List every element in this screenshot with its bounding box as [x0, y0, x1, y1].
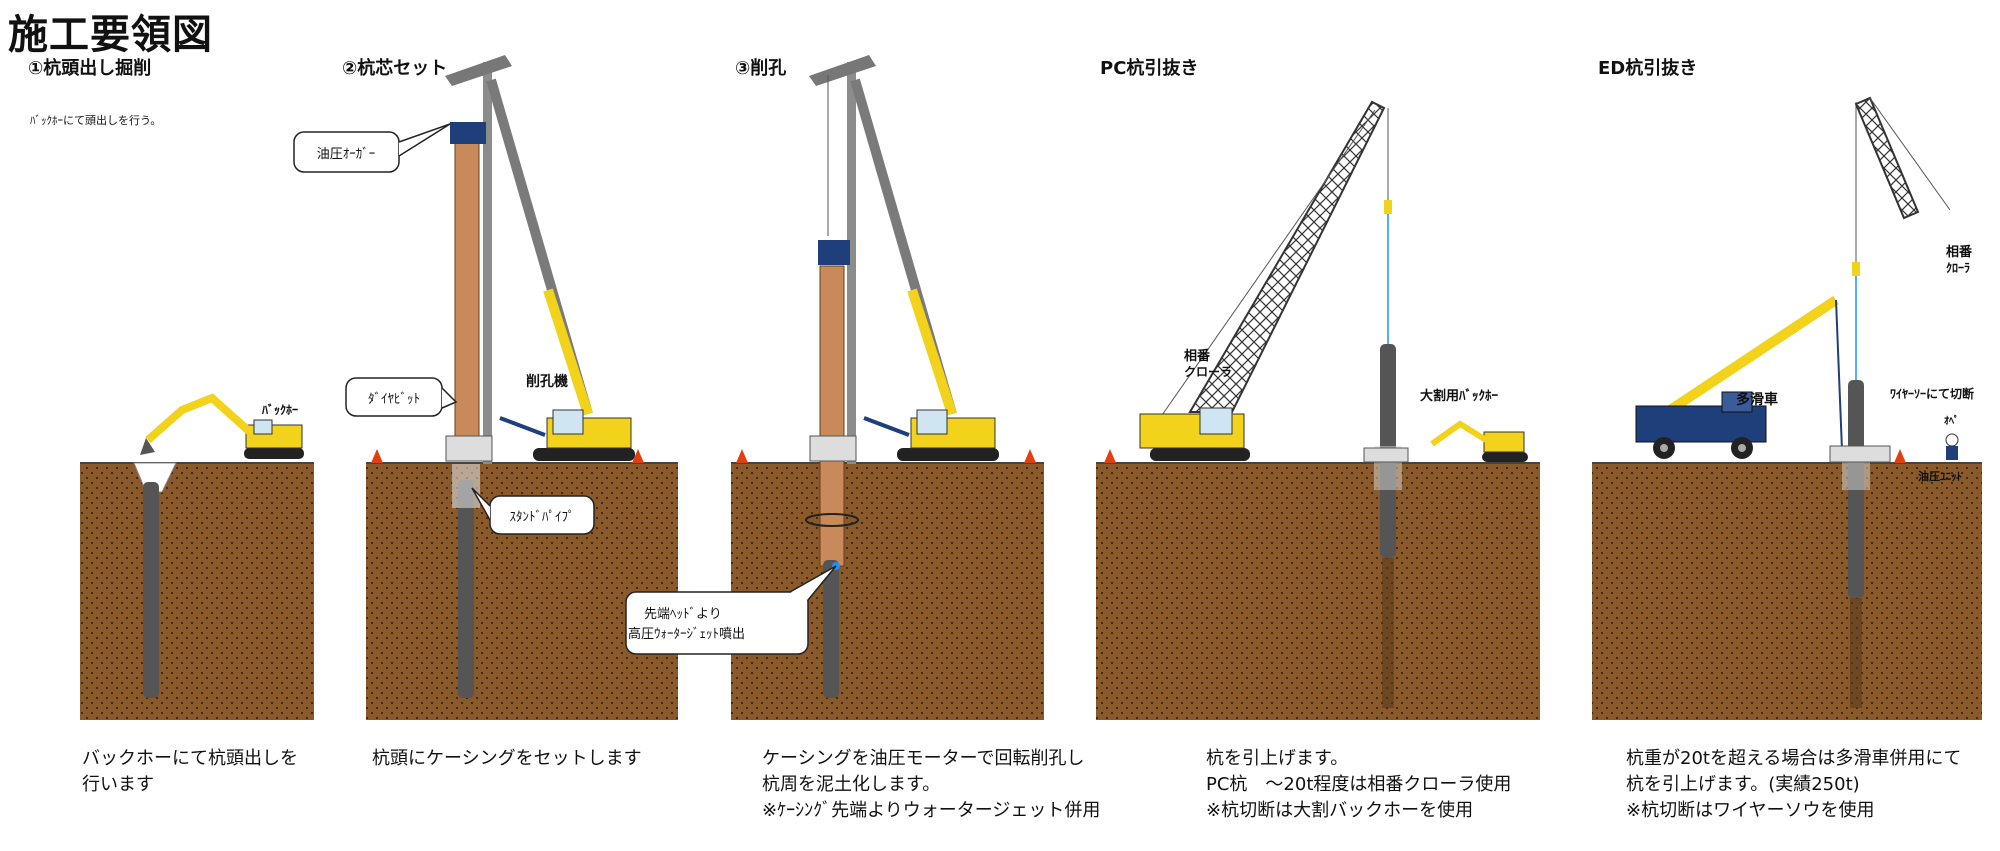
soil-panel-4: [1096, 463, 1540, 720]
stand-pipe-label: ｽﾀﾝﾄﾞﾊﾟｲﾌﾟ: [510, 510, 575, 525]
step-1-caption: バックホーにて杭頭出しを 行います: [82, 748, 298, 795]
multi-sheave-boom: [1655, 295, 1839, 423]
step-5-illustration: 相番 ｸﾛｰﾗ 多滑車 ﾜｲﾔｰｿｰにて切断 ｵﾍﾟ 油圧ﾕﾆｯﾄ: [1635, 96, 1974, 708]
step-4-illustration: 相番 クローラ 大割用ﾊﾞｯｸﾎｰ: [1104, 100, 1528, 708]
multi-sheave-truck: [1635, 391, 1767, 459]
step-2-caption: 杭頭にケーシングをセットします: [372, 748, 642, 769]
step-5-caption: 杭重が20tを超える場合は多滑車併用にて 杭を引上げます。(実績250t) ※杭…: [1626, 748, 1962, 821]
cone-icon: [736, 449, 748, 463]
pile-3: [823, 560, 839, 698]
auger-label: 油圧ｵｰｶﾞｰ: [317, 147, 376, 162]
crawler-rig-3: [863, 409, 999, 461]
backhoe-label: ﾊﾞｯｸﾎｰ: [261, 402, 298, 417]
cone-icon: [1894, 449, 1906, 463]
crawler-label-line1: 相番: [1946, 244, 1973, 260]
cone-icon: [1024, 449, 1036, 463]
step-1-note: ﾊﾞｯｸﾎｰにて頭出しを行う。: [30, 114, 162, 127]
step-4-heading: PC杭引抜き: [1100, 58, 1199, 79]
cone-icon: [371, 449, 383, 463]
drill-rig-label: 削孔機: [526, 373, 568, 390]
step-5-heading: ED杭引抜き: [1598, 58, 1698, 79]
jet-label-line2: 高圧ｳｫｰﾀｰｼﾞｪｯﾄ噴出: [628, 626, 745, 642]
multi-sheave-label: 多滑車: [1736, 391, 1778, 408]
step-1-heading: ①杭頭出し掘削: [28, 58, 152, 79]
bit-label: ﾀﾞｲﾔﾋﾞｯﾄ: [368, 392, 420, 407]
hydraulic-unit-label: 油圧ﾕﾆｯﾄ: [1918, 469, 1962, 483]
leader-mast-3: [847, 62, 856, 464]
wire-saw-label: ﾜｲﾔｰｿｰにて切断: [1890, 386, 1974, 401]
step-4-caption: 杭を引上げます。 PC杭 ～20t程度は相番クローラ使用 ※杭切断は大割バックホ…: [1206, 748, 1512, 821]
operator-figure: [1945, 433, 1959, 460]
split-backhoe-4: [1430, 420, 1528, 462]
pile-1: [143, 482, 159, 698]
step-3-heading: ③削孔: [735, 58, 787, 79]
operator-label: ｵﾍﾟ: [1944, 414, 1959, 427]
cone-icon: [1104, 449, 1116, 463]
jet-label-line1: 先端ﾍｯﾄﾞより: [644, 607, 722, 622]
step-3-caption: ケーシングを油圧モーターで回転削孔し 杭周を泥土化します。 ※ｹｰｼﾝｸﾞ先端よ…: [762, 748, 1101, 821]
casing-2: [454, 141, 480, 439]
lattice-boom-5: [1854, 96, 1920, 220]
casing-3: [819, 265, 845, 567]
step-2-illustration: 油圧ｵｰｶﾞｰ ﾀﾞｲﾔﾋﾞｯﾄ ｽﾀﾝﾄﾞﾊﾟｲﾌﾟ 削孔機: [293, 55, 644, 698]
step-3-illustration: 先端ﾍｯﾄﾞより 高圧ｳｫｰﾀｰｼﾞｪｯﾄ噴出: [625, 55, 1036, 698]
crawler-crane-4: [1139, 407, 1250, 461]
split-backhoe-label: 大割用ﾊﾞｯｸﾎｰ: [1420, 388, 1499, 404]
crawler-label-line2: クローラ: [1184, 365, 1232, 379]
crawler-label-line2: ｸﾛｰﾗ: [1946, 261, 1970, 275]
crawler-label-line1: 相番: [1184, 348, 1211, 364]
page-title: 施工要領図: [8, 12, 213, 58]
step-1-illustration: [133, 393, 304, 698]
crawler-rig-2: [499, 409, 635, 461]
step-2-heading: ②杭芯セット: [342, 58, 448, 79]
cone-icon: [632, 449, 644, 463]
soil-panel-1: [80, 463, 314, 720]
backhoe-1: [140, 393, 304, 459]
pile-2: [458, 480, 474, 698]
leader-mast-2: [483, 62, 492, 464]
soil-panel-5: [1592, 463, 1982, 720]
